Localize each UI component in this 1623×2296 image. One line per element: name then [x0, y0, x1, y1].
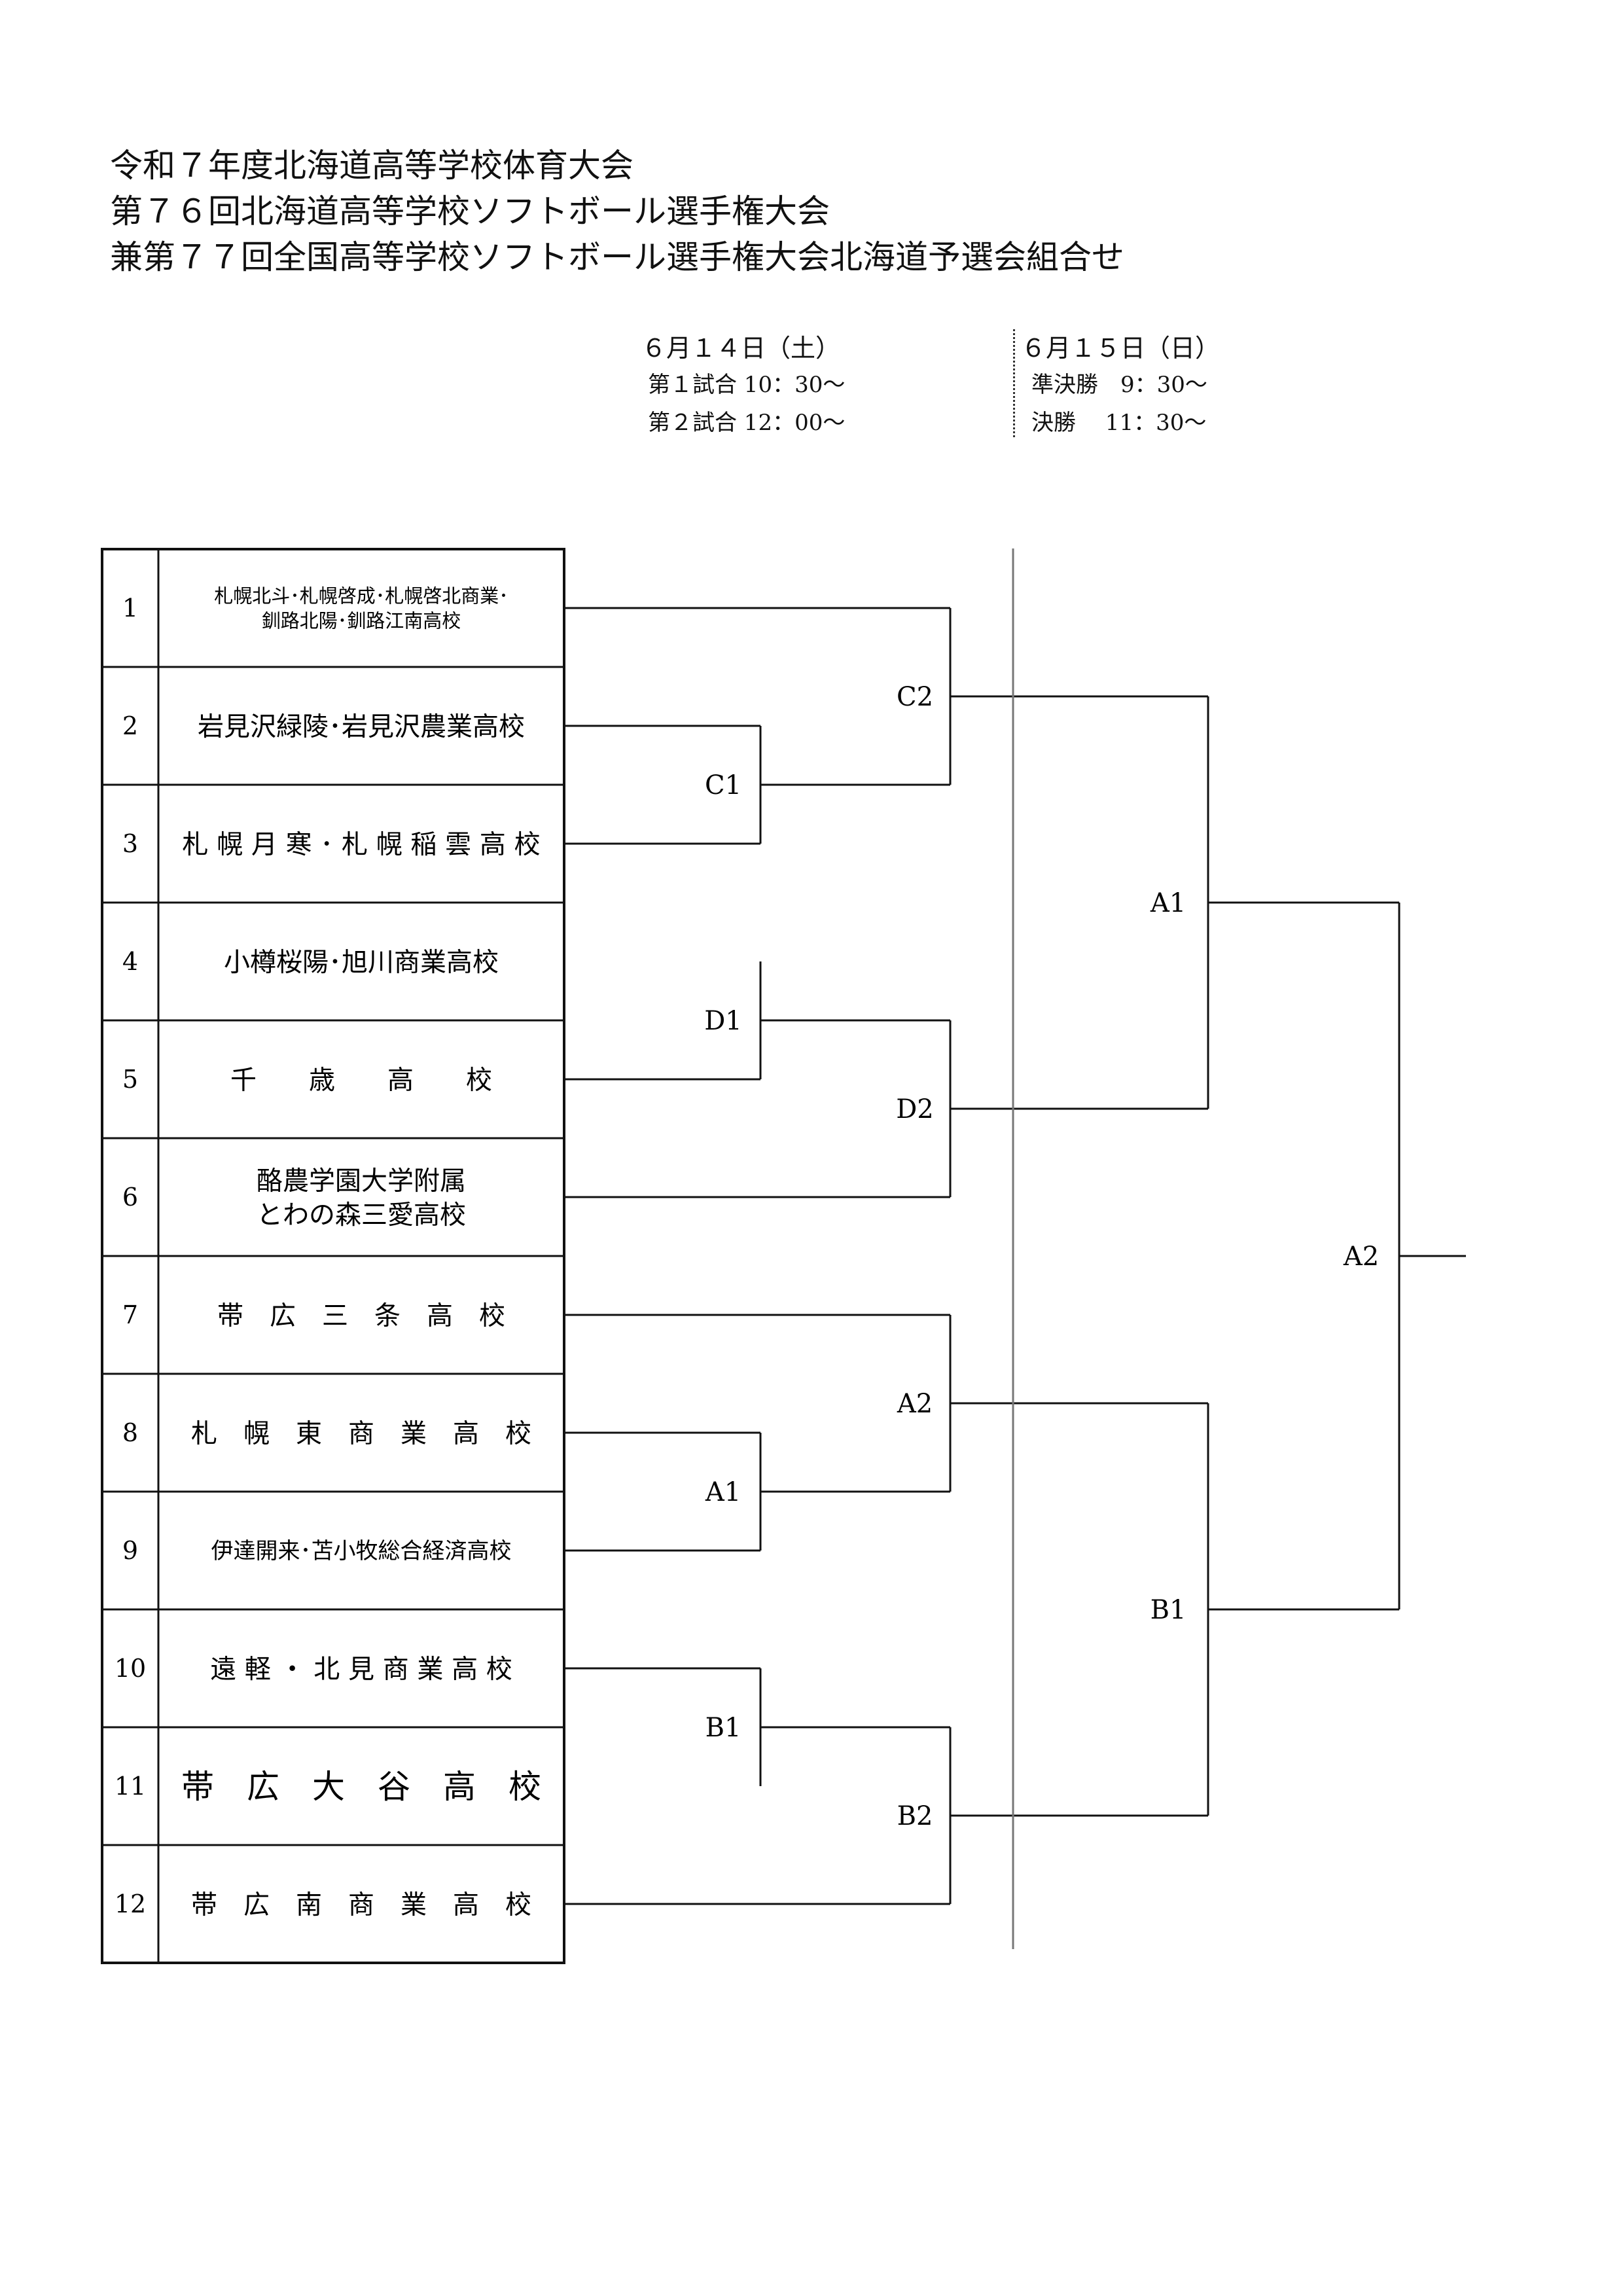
tournament-heading: 令和７年度北海道高等学校体育大会 第７６回北海道高等学校ソフトボール選手権大会 …: [110, 143, 1484, 280]
schedule-day-2: ６月１５日（日） 準決勝 9：30～ 決勝 11：30～: [1021, 331, 1220, 442]
team-name: 酪農学園大学附属: [257, 1166, 466, 1196]
team-name: 伊達開来･苫小牧総合経済高校: [211, 1538, 512, 1564]
team-name: 札幌北斗･札幌啓成･札幌啓北商業･: [214, 585, 508, 607]
bracket-lines: [564, 607, 1466, 1905]
team-name: とわの森三愛高校: [257, 1200, 466, 1230]
match-label-b1: B1: [705, 1713, 741, 1743]
schedule-date: ６月１５日（日）: [1021, 334, 1221, 363]
team-name: 小樽桜陽･旭川商業高校: [224, 947, 499, 977]
team-number: 1: [122, 594, 138, 622]
match-label-a2: A2: [897, 1389, 933, 1419]
team-name: 札 幌 東 商 業 高 校: [191, 1418, 531, 1448]
team-name: 千 歳 高 校: [230, 1065, 492, 1095]
final-label-a2: A2: [1343, 1242, 1379, 1272]
team-number: 8: [122, 1418, 138, 1447]
match-label-c1: C1: [705, 770, 741, 800]
team-number: 12: [115, 1890, 146, 1918]
title-line-3: 兼第７７回全国高等学校ソフトボール選手権大会北海道予選会組合せ: [110, 238, 1124, 276]
schedule-divider: [1013, 329, 1015, 437]
team-number: 7: [122, 1300, 138, 1329]
team-name: 釧路北陽･釧路江南高校: [262, 609, 461, 632]
team-number: 10: [115, 1654, 146, 1683]
schedule-final: 決勝 11：30～: [1031, 410, 1207, 436]
team-name: 帯 広 南 商 業 高 校: [191, 1890, 531, 1920]
semifinal-label-b1: B1: [1150, 1595, 1186, 1625]
schedule-date: ６月１４日（土）: [641, 334, 841, 363]
team-name: 帯 広 三 条 高 校: [217, 1300, 505, 1331]
title-line-2: 第７６回北海道高等学校ソフトボール選手権大会: [110, 192, 830, 230]
schedule-game-2: 第２試合 12：00～: [648, 410, 846, 436]
team-name: 帯 広 大 谷 高 校: [181, 1768, 541, 1806]
team-number: 4: [122, 947, 138, 976]
team-number: 11: [115, 1772, 146, 1801]
schedule-day-1: ６月１４日（土） 第１試合 10：30～ 第２試合 12：00～: [641, 331, 845, 442]
match-label-a1: A1: [705, 1477, 741, 1507]
team-name: 遠 軽 ・ 北 見 商 業 高 校: [210, 1654, 512, 1684]
match-label-d2: D2: [896, 1094, 934, 1124]
team-number: 3: [122, 829, 138, 858]
title-line-1: 令和７年度北海道高等学校体育大会: [110, 147, 633, 185]
schedule-semifinal: 準決勝 9：30～: [1031, 372, 1207, 398]
match-label-b2: B2: [897, 1801, 933, 1831]
team-number: 9: [122, 1536, 138, 1565]
match-label-d1: D1: [704, 1006, 742, 1036]
team-number: 6: [122, 1183, 138, 1211]
match-label-c2: C2: [897, 682, 933, 712]
team-name: 岩見沢緑陵･岩見沢農業高校: [198, 711, 525, 742]
team-number: 2: [122, 711, 138, 740]
semifinal-label-a1: A1: [1150, 888, 1186, 918]
team-name: 札 幌 月 寒 ･ 札 幌 稲 雲 高 校: [182, 829, 540, 859]
team-table: 1 札幌北斗･札幌啓成･札幌啓北商業･釧路北陽･釧路江南高校 2 岩見沢緑陵･岩見沢農…: [101, 548, 565, 1964]
schedule-game-1: 第１試合 10：30～: [648, 372, 846, 398]
team-number: 5: [122, 1065, 138, 1094]
